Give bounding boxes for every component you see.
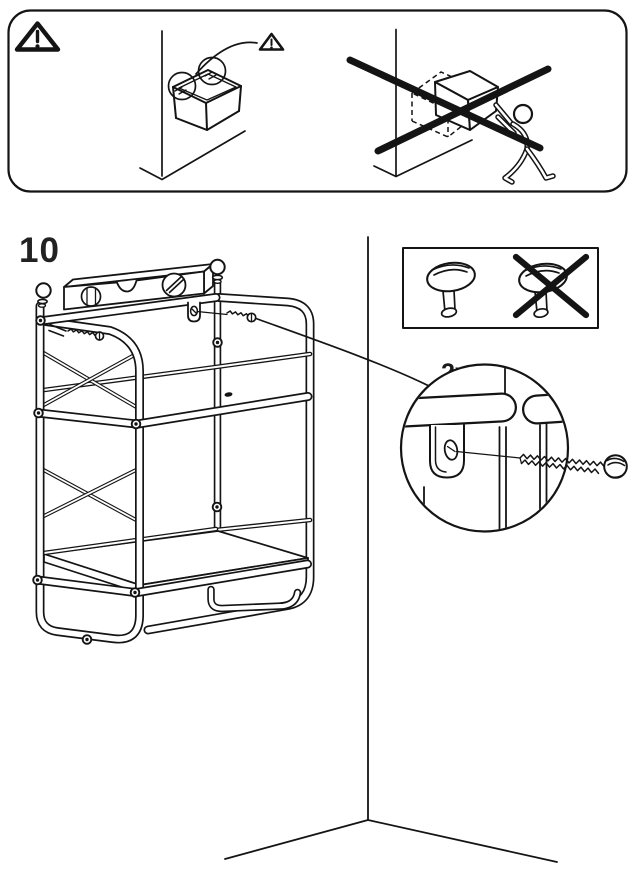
shelf-unit-illustration (32, 258, 431, 645)
bolt-icon (130, 418, 142, 430)
spirit-level (63, 263, 214, 311)
step-number: 10 (19, 231, 60, 270)
highlight-circle-left (167, 71, 197, 101)
screw-guide-line (455, 450, 521, 459)
bottom-shelf-tubes (33, 559, 312, 597)
left-side-frame (35, 282, 144, 644)
wall-anchor-illustration (139, 30, 285, 181)
prohibition-x-icon (346, 56, 552, 155)
ball-finial-icon (209, 258, 226, 276)
screw-type-box (402, 247, 599, 329)
incorrect-screw-icon (512, 253, 590, 319)
screw-thread (226, 310, 250, 318)
cross-braces (38, 350, 140, 522)
bolt-icon (211, 501, 223, 513)
level-vial (80, 286, 102, 307)
bolt-icon (129, 587, 141, 598)
screw-thread-top (519, 453, 605, 468)
anchor-screw-marks-right (204, 71, 217, 80)
joint-bolts (32, 315, 223, 645)
warning-triangle-icon (14, 21, 61, 52)
bolt-icon (35, 315, 46, 326)
wall-corner-lines (224, 236, 558, 863)
anchor-screw-marks-left (174, 86, 187, 95)
person-figure (493, 102, 556, 185)
prohibition-x-icon (512, 253, 590, 319)
warning-triangle-small-icon (258, 32, 285, 51)
bolt-icon (32, 574, 43, 586)
leader-arc (195, 41, 258, 75)
magnifier-circle (399, 363, 570, 533)
storage-box-outline (172, 69, 242, 131)
warning-panel (7, 9, 628, 193)
magnifier-callout: 2x (399, 359, 628, 533)
screw-thread-bottom (520, 459, 600, 475)
bolt-icon (33, 407, 44, 419)
mounting-screw-left (48, 323, 105, 341)
level-adjuster (161, 272, 187, 298)
bolt-icon (81, 634, 93, 645)
ball-finial-icon (35, 282, 52, 299)
screw-thread (67, 328, 96, 337)
screw-guide-line (196, 310, 228, 316)
back-top-rail (39, 293, 221, 325)
shelf-screw-hole (224, 392, 233, 397)
mounting-screw-right (187, 301, 257, 323)
do-not-pull-illustration (346, 28, 556, 185)
bolt-icon (212, 337, 223, 348)
floor-line (373, 139, 473, 178)
middle-shelf-tubes (34, 392, 313, 429)
mounting-tab-left (48, 323, 67, 337)
magnifier-leader-line (255, 317, 431, 406)
floor-line (139, 130, 246, 181)
magnified-mounting-tab (429, 424, 465, 479)
warning-panel-border (7, 9, 628, 193)
magnifier-contents (402, 365, 567, 531)
towel-rail (207, 585, 302, 613)
magnified-tab-hole (443, 439, 459, 461)
magnified-screw (455, 450, 628, 479)
magnified-rail (402, 392, 567, 428)
correct-screw-icon (426, 261, 476, 318)
